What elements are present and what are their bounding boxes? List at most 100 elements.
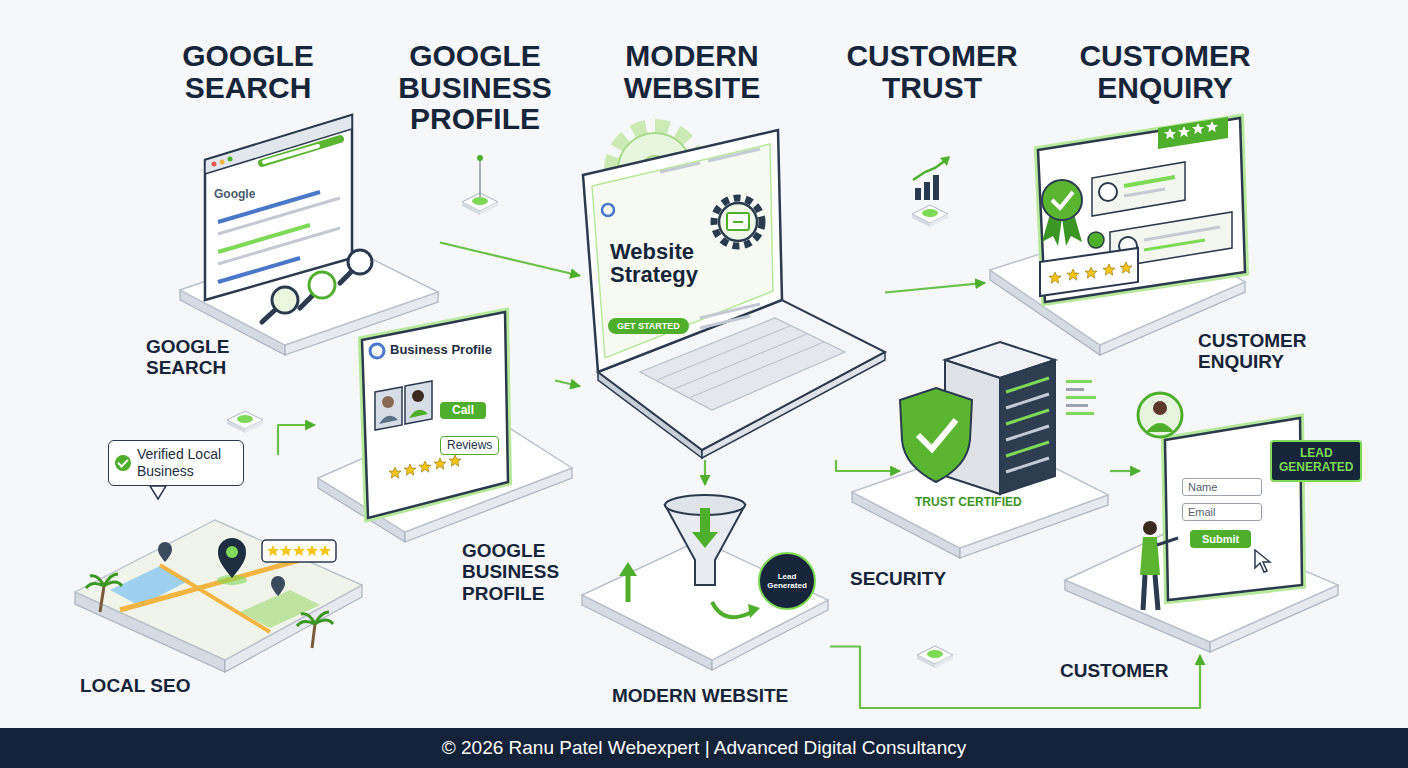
trust-chart-icon	[913, 156, 950, 200]
local-map	[240, 590, 320, 628]
trust-chart-icon	[933, 175, 939, 200]
enquiry-form	[1165, 418, 1302, 600]
profile-screen	[449, 455, 461, 466]
security-server	[1006, 426, 1049, 440]
status-sign: LEAD GENERATED	[1270, 440, 1362, 482]
local-map	[271, 576, 285, 596]
security-server	[900, 342, 1096, 494]
search-browser	[218, 225, 310, 252]
search-browser	[218, 192, 320, 222]
local-map	[267, 545, 279, 556]
enquiry-form	[1143, 521, 1157, 535]
cta-button: GET STARTED	[608, 318, 689, 334]
platform-shape	[580, 125, 885, 460]
trust-chart-icon	[924, 182, 930, 200]
platform-top	[582, 540, 828, 660]
security-server	[945, 360, 1000, 494]
search-browser	[300, 296, 312, 308]
security-server	[1066, 404, 1088, 407]
security-server	[1006, 442, 1049, 456]
profile-screen	[362, 312, 508, 518]
footer-bar: © 2026 Ranu Patel Webexpert | Advanced D…	[0, 728, 1408, 768]
local-map	[319, 545, 331, 556]
security-server	[1006, 394, 1049, 408]
platform-shape	[175, 105, 440, 355]
platform-node: Business ProfileCallReviewsGOOGLE BUSINE…	[315, 310, 555, 545]
profile-screen	[382, 396, 394, 408]
reviews-panel	[1103, 264, 1115, 275]
search-browser	[205, 115, 372, 322]
reviews-panel	[1124, 189, 1165, 196]
funnel-graphic	[619, 562, 637, 576]
reviews-panel	[1038, 118, 1245, 302]
laptop-screen	[727, 213, 749, 230]
local-map	[226, 546, 238, 558]
screen-logo-text: Google	[214, 188, 255, 201]
laptop-screen	[714, 198, 762, 246]
platform-node: CUSTOMER ENQUIRY	[985, 110, 1250, 350]
platform-top	[75, 520, 362, 660]
reviews-panel	[1192, 123, 1204, 134]
security-server	[900, 388, 972, 482]
reviews-panel	[1124, 177, 1175, 186]
local-map	[150, 486, 166, 499]
reviews-panel	[1040, 248, 1138, 296]
funnel-graphic	[626, 574, 631, 602]
local-map	[280, 545, 292, 556]
search-browser	[264, 146, 318, 162]
profile-screen	[362, 312, 508, 518]
form-field: Email	[1182, 503, 1262, 521]
platform-node: Lead GeneratedMODERN WEBSITE	[580, 485, 830, 675]
reviews-panel	[1085, 267, 1097, 278]
section-heading: CUSTOMER TRUST	[846, 40, 1017, 103]
platform-label: GOOGLE BUSINESS PROFILE	[462, 540, 559, 604]
reviews-panel	[1120, 262, 1132, 273]
submit-button: Submit	[1190, 530, 1251, 548]
enquiry-form	[1143, 575, 1145, 610]
connector-arrow	[440, 243, 580, 276]
laptop-screen	[708, 149, 760, 161]
reviews-panel	[1092, 162, 1185, 216]
laptop-screen	[592, 144, 845, 410]
connector-arrow	[1110, 470, 1140, 472]
trust-chart-icon	[940, 156, 950, 166]
reviews-panel	[1067, 269, 1079, 280]
local-map	[160, 565, 270, 632]
reviews-panel	[1038, 118, 1245, 302]
footer-caption: © 2026 Ranu Patel Webexpert | Advanced D…	[442, 737, 967, 758]
device-outline	[598, 300, 885, 450]
profile-screen	[434, 458, 446, 469]
connector-pad	[912, 205, 948, 227]
badge-text: TRUST CERTIFIED	[915, 496, 1022, 509]
search-browser	[220, 160, 225, 165]
profile-screen	[370, 344, 384, 358]
security-server	[1066, 412, 1094, 415]
reviews-panel	[1119, 237, 1137, 255]
profile-screen	[362, 312, 508, 518]
form-field: Name	[1182, 478, 1262, 496]
reviews-panel	[1052, 192, 1073, 208]
badge-text: Lead Generated	[758, 552, 816, 610]
platform-label: LOCAL SEO	[80, 675, 191, 696]
reviews-panel	[1049, 272, 1061, 283]
connector-arrow	[704, 460, 706, 485]
connector-pad	[479, 160, 481, 197]
reviews-panel	[1178, 126, 1190, 137]
local-map	[110, 566, 190, 606]
search-browser	[218, 228, 340, 264]
search-browser	[262, 310, 275, 322]
local-map	[306, 545, 318, 556]
platform-node: Website StrategyGET STARTED	[580, 125, 885, 460]
security-server	[1066, 380, 1092, 383]
search-browser	[309, 272, 335, 298]
platform-node: GoogleGOOGLE SEARCH	[175, 105, 440, 355]
connector-arrow	[555, 381, 580, 387]
reviews-panel	[1062, 214, 1082, 246]
security-server	[1006, 458, 1049, 472]
platform-top	[852, 440, 1108, 548]
enquiry-form	[1138, 393, 1182, 437]
reviews-panel	[1164, 128, 1176, 139]
security-server	[1006, 410, 1049, 424]
reviews-panel	[1110, 212, 1232, 268]
funnel-graphic	[692, 508, 718, 548]
